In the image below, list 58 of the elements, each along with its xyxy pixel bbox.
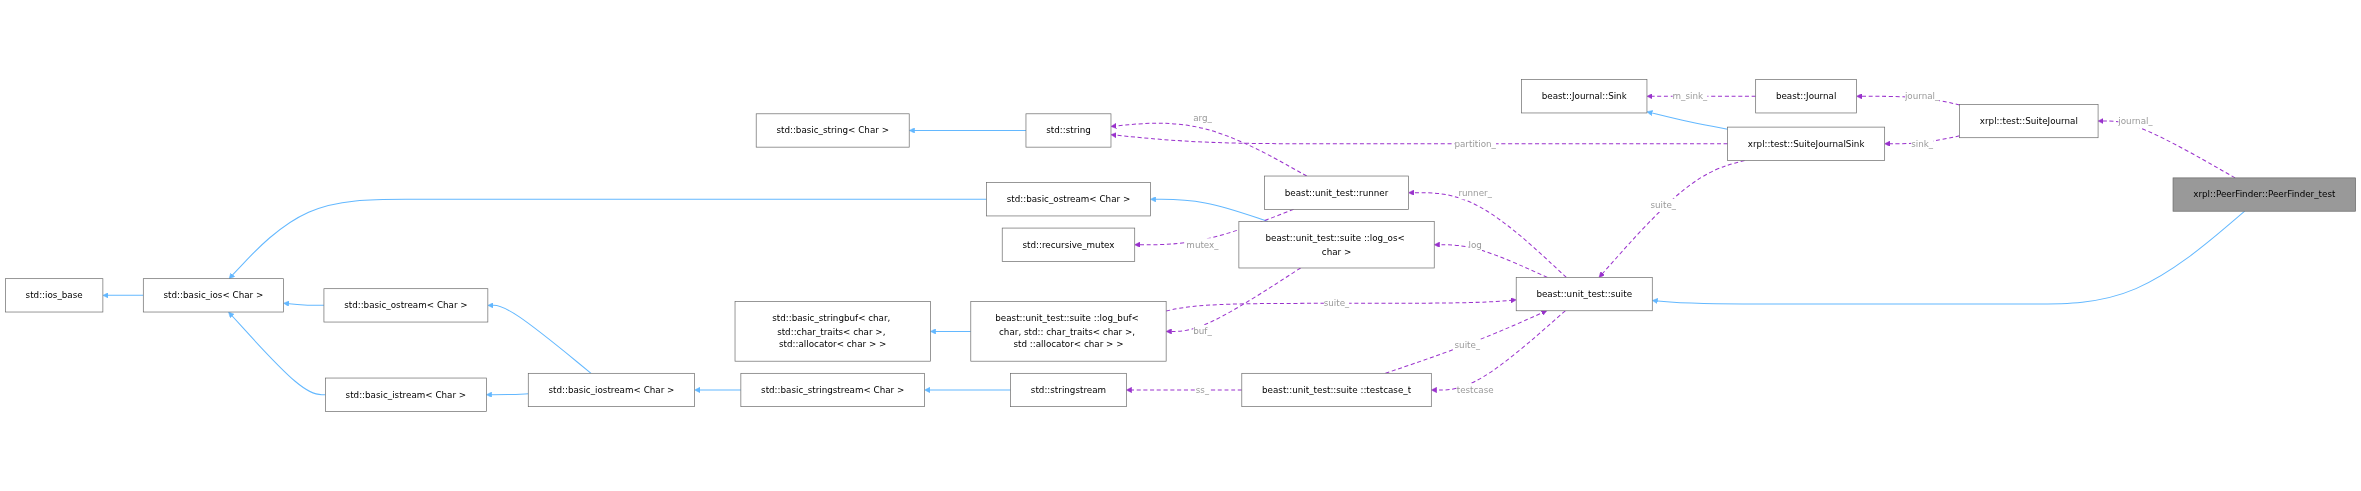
arrow [1431, 310, 1566, 393]
edge-label: sink_ [1911, 138, 1934, 149]
edge-label: journal_ [1904, 91, 1940, 102]
arrow [1165, 297, 1517, 312]
node-box: xrpl::test::SuiteJournal [1959, 104, 2099, 139]
arrow [228, 198, 988, 279]
node-box: std::basic_stringbuf< char, std::char_traits< char >, std::allocator< char > > [734, 301, 931, 362]
node-box: std::basic_iostream< Char > [527, 373, 695, 407]
edge-label: suite_ [1454, 340, 1481, 351]
node-box: beast::unit_test::suite ::log_buf< char, std:: char_traits< char >, std ::allocator< char > > [970, 301, 1167, 362]
arrow [1408, 189, 1567, 278]
arrow [486, 391, 529, 398]
node-box: std::ios_base [5, 278, 104, 313]
edge-label: suite_ [1323, 298, 1350, 309]
node-box: beast::unit_test::runner [1264, 175, 1409, 210]
arrow [487, 302, 592, 374]
edge-label: mutex_ [1186, 239, 1219, 250]
arrow [1110, 122, 1308, 177]
edge-label: partition_ [1454, 138, 1496, 149]
node-box: std::basic_string< Char > [755, 113, 910, 148]
edge-label: buf_ [1193, 326, 1212, 337]
node-box: beast::Journal [1755, 79, 1857, 114]
node-box: std::basic_ostream< Char > [986, 182, 1151, 217]
edge-label: testcase [1456, 384, 1494, 395]
arrow [1126, 387, 1243, 393]
arrow [1646, 110, 1729, 130]
node-box: std::basic_stringstream< Char > [740, 373, 925, 407]
node-box: beast::Journal::Sink [1521, 79, 1648, 114]
arrow [102, 292, 144, 299]
arrow [1652, 210, 2246, 305]
node-box: std::basic_ios< Char > [142, 278, 284, 313]
node-box: std::recursive_mutex [1001, 227, 1136, 262]
node-box: std::stringstream [1010, 373, 1127, 407]
edge-label: journal_ [2118, 115, 2153, 126]
node-box: beast::unit_test::suite [1515, 277, 1653, 312]
edge-label: m_sink_ [1672, 91, 1708, 102]
node-box: xrpl::test::SuiteJournalSink [1727, 126, 1885, 161]
arrow [1110, 132, 1729, 145]
arrow [1433, 241, 1548, 278]
node-box: std::basic_istream< Char > [325, 377, 487, 412]
edge-label: arg_ [1193, 112, 1212, 123]
arrow [1165, 267, 1302, 335]
arrow [908, 127, 1027, 134]
arrow [930, 328, 972, 335]
node-box: beast::unit_test::suite ::log_os< char > [1238, 221, 1435, 269]
node-box: std::string [1025, 113, 1112, 148]
node-box: xrpl::PeerFinder::PeerFinder_test [2172, 177, 2356, 212]
arrow [694, 387, 742, 393]
node-box: std::basic_ostream< Char > [323, 288, 489, 323]
edge-label: suite_ [1650, 199, 1677, 211]
arrow [228, 311, 326, 396]
arrow [2097, 118, 2236, 179]
node-box: beast::unit_test::suite ::testcase_t [1241, 373, 1432, 407]
arrow [924, 387, 1012, 393]
arrow [283, 300, 325, 307]
edge-label: runner_ [1458, 187, 1493, 198]
edge-label: log [1468, 239, 1482, 250]
edge-label: ss_ [1195, 384, 1210, 395]
